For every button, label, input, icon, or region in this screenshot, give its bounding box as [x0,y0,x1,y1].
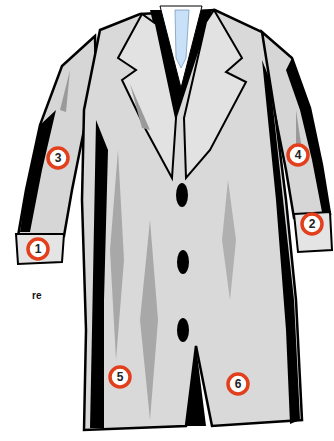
callout-number: 6 [226,372,250,396]
callout-number: 5 [108,365,132,389]
callout-circle: 5 [108,365,132,389]
callout-number: 3 [46,146,70,170]
callout-circle: 3 [46,146,70,170]
callout-circle: 1 [26,237,50,261]
callout-circle: 4 [286,143,310,167]
note-text: re [32,290,41,301]
callout-circle: 2 [300,212,324,236]
callout-number: 4 [286,143,310,167]
callout-number: 2 [300,212,324,236]
callout-circle: 6 [226,372,250,396]
callout-number: 1 [26,237,50,261]
